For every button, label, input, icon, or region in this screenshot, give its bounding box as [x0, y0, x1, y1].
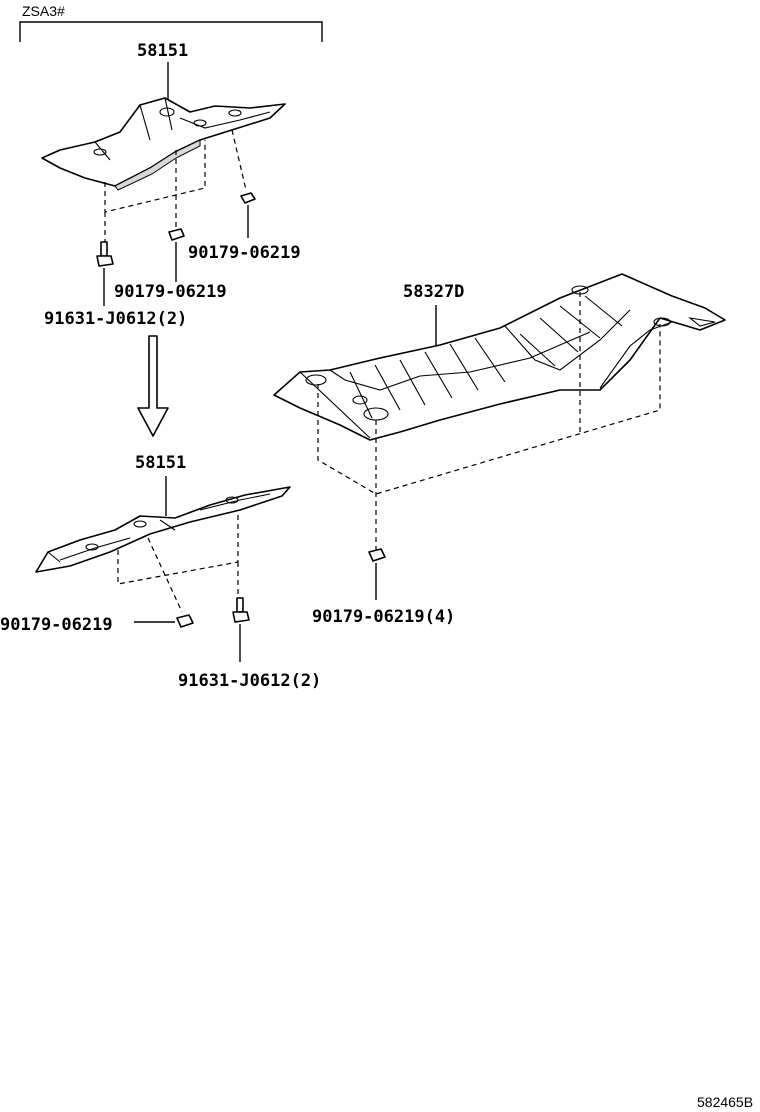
- diagram-code: 582465B: [697, 1094, 753, 1110]
- bolt-upper: [96, 241, 114, 267]
- model-bracket: ZSA3#: [19, 3, 323, 42]
- nut-upper-right: [240, 192, 256, 204]
- transition-arrow: [137, 335, 169, 437]
- nut-upper-center: [168, 228, 185, 241]
- part-label-58327d: 58327D: [403, 282, 464, 302]
- nut-lower-left: [176, 614, 194, 628]
- model-code-label: ZSA3#: [22, 3, 65, 19]
- bolt-lower: [232, 597, 250, 623]
- callout-90179-06219-a: 90179-06219: [188, 243, 301, 263]
- upper-guard-part[interactable]: [41, 97, 286, 191]
- main-cover-part[interactable]: [273, 273, 726, 441]
- callout-90179-06219-b: 90179-06219: [114, 282, 227, 302]
- callout-90179-06219-c: 90179-06219: [0, 615, 113, 635]
- callout-90179-06219-4: 90179-06219(4): [312, 607, 455, 627]
- callout-91631-j0612-a: 91631-J0612(2): [44, 309, 187, 329]
- part-label-58151-lower: 58151: [135, 453, 186, 473]
- lower-guard-part[interactable]: [35, 486, 291, 573]
- callout-91631-j0612-b: 91631-J0612(2): [178, 671, 321, 691]
- nut-main: [368, 548, 386, 562]
- part-label-58151-upper: 58151: [137, 41, 188, 61]
